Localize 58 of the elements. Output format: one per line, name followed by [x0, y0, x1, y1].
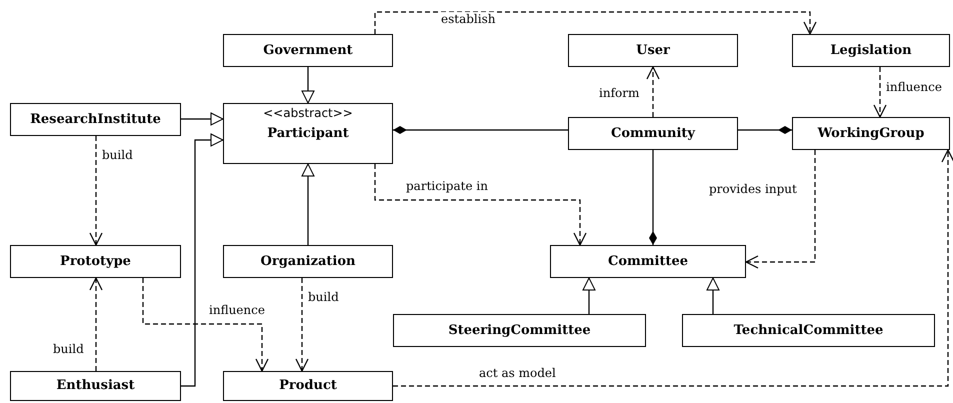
- edge-label: inform: [598, 86, 640, 100]
- class-name: Prototype: [60, 254, 131, 270]
- dependency-arrow: [374, 11, 817, 35]
- edge-label: influence: [885, 80, 943, 94]
- edge-label: provides input: [708, 182, 798, 196]
- class-name: User: [636, 42, 670, 58]
- class-box: [682, 314, 935, 347]
- class-name: Enthusiast: [56, 378, 135, 394]
- class-name: ResearchInstitute: [30, 112, 161, 128]
- dependency-arrow: [745, 150, 816, 269]
- class-name: Organization: [260, 254, 356, 270]
- dependency-arrow: [393, 149, 953, 387]
- dependency-arrow: [142, 278, 269, 372]
- class-name: Community: [611, 126, 695, 142]
- class-box: [792, 117, 950, 150]
- class-name: Committee: [608, 254, 688, 270]
- class-box: [568, 34, 738, 67]
- dependency-arrow: [295, 278, 309, 372]
- stereotype-label: <<abstract>>: [263, 106, 353, 120]
- generalization-arrow: [582, 278, 596, 314]
- edge-label: build: [52, 342, 85, 356]
- dependency-arrow: [374, 164, 587, 246]
- edge-label: influence: [208, 303, 266, 317]
- class-name: SteeringCommittee: [448, 322, 591, 338]
- generalization-arrow: [302, 164, 314, 245]
- class-box: [550, 245, 746, 278]
- generalization-arrow: [706, 278, 720, 314]
- class-box: [10, 103, 181, 136]
- class-box: [223, 245, 393, 278]
- class-name: TechnicalCommittee: [734, 322, 884, 338]
- class-name: Government: [263, 42, 353, 58]
- edge-label: act as model: [478, 366, 557, 380]
- edge-label: participate in: [405, 179, 489, 193]
- class-box: [223, 34, 393, 67]
- class-box: [223, 103, 393, 164]
- dependency-arrow: [646, 66, 660, 117]
- class-name: WorkingGroup: [818, 126, 924, 142]
- composition-line: [738, 126, 792, 134]
- generalization-arrow: [181, 134, 224, 387]
- class-box: [568, 117, 738, 150]
- dependency-arrow: [89, 277, 103, 371]
- generalization-arrow: [302, 67, 314, 104]
- dependency-arrow: [873, 67, 887, 118]
- edge-label: build: [307, 290, 340, 304]
- class-box: [393, 314, 646, 347]
- class-box: [223, 371, 393, 401]
- dependency-arrow: [89, 136, 103, 246]
- edge-label: build: [101, 148, 134, 162]
- composition-line: [393, 126, 568, 134]
- class-box: [792, 34, 950, 67]
- class-box: [10, 371, 181, 401]
- class-name: Product: [279, 378, 337, 394]
- class-name: Legislation: [830, 42, 912, 58]
- class-box: [10, 245, 181, 278]
- generalization-arrow: [181, 112, 224, 126]
- class-name: Participant: [267, 126, 349, 142]
- composition-line: [649, 150, 657, 245]
- edge-label: establish: [440, 12, 496, 26]
